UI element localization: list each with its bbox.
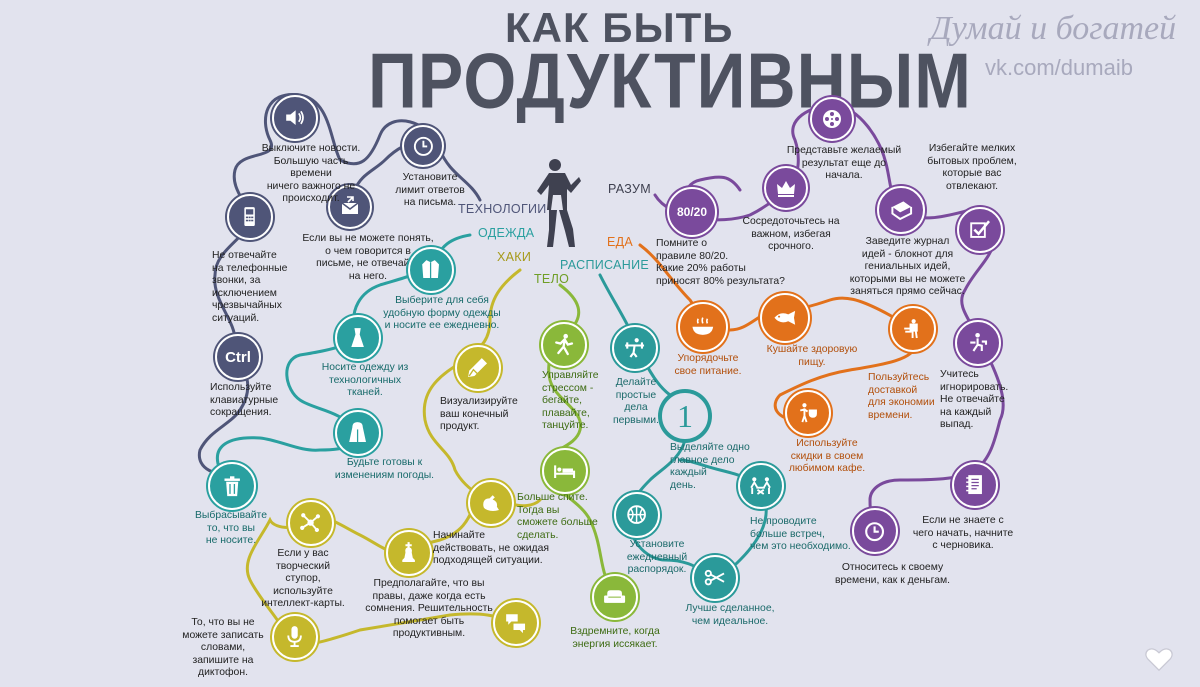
ctrl-key-icon: Ctrl (215, 334, 261, 380)
category-tech: ТЕХНОЛОГИИ (458, 202, 547, 216)
tip-visualize: Визуализируйте ваш конечный продукт. (440, 396, 518, 433)
clothes-path (216, 233, 472, 472)
tip-dictaphone: То, что вы не можете записать словами, з… (182, 617, 264, 679)
runner-icon (541, 322, 587, 368)
notebook-icon (952, 462, 998, 508)
tip-time-money: Относитесь к своему времени, как к деньг… (834, 562, 951, 586)
tip-fewer-meetings: Не проводите больше встреч, чем это необ… (750, 516, 851, 553)
tip-throw-away: Выбрасывайте то, что вы не носите. (195, 510, 267, 547)
dumbbell-icon (612, 325, 658, 371)
tip-ideas-journal: Заведите журнал идей - блокнот для гениа… (849, 236, 966, 298)
tip-80-20: Помните о правиле 80/20. Какие 20% работ… (656, 238, 785, 287)
trash-icon (208, 462, 256, 510)
brand-url[interactable]: vk.com/dumaib (985, 55, 1133, 80)
tip-daily-routine: Установите ежедневный распорядок. (626, 539, 688, 576)
bird-icon (468, 480, 514, 526)
tip-imagine-result: Представьте желаемый результат еще до на… (786, 145, 902, 182)
delivery-icon (890, 306, 936, 352)
tip-simple-first: Делайте простые дела первыми. (612, 377, 659, 426)
category-mind: РАЗУМ (608, 182, 651, 196)
checkbox-icon (957, 207, 1003, 253)
pencil-icon (455, 345, 501, 391)
tip-email-limit: Установите лимит ответов на письма. (395, 172, 465, 209)
bed-icon (542, 448, 588, 494)
brand-name: Думай и богатей (930, 10, 1177, 47)
microphone-icon (272, 614, 318, 660)
tip-stress: Управляйте стрессом - бегайте, плавайте,… (542, 370, 599, 432)
tip-organize-food: Упорядочьте свое питание. (674, 353, 742, 377)
title-line-1: КАК БЫТЬ (505, 4, 734, 51)
eighty-twenty-label: 80/20 (676, 205, 708, 219)
tip-one-main-task: Выделяйте одно главное дело каждый день. (670, 442, 750, 491)
number-one-label: 1 (677, 397, 693, 434)
tip-nap: Вздремните, когда энергия иссякает. (570, 626, 660, 650)
basketball-icon (614, 492, 660, 538)
tip-mind-maps: Если у вас творческий ступор, используйт… (261, 548, 345, 610)
tip-uniform: Выберите для себя удобную форму одежды и… (383, 295, 501, 332)
clock-icon (402, 125, 444, 167)
person-at-desk-icon (955, 320, 1001, 366)
tip-weather: Будьте готовы к изменениям погоды. (334, 457, 435, 481)
scissors-icon (692, 555, 738, 601)
ctrl-key-label: Ctrl (225, 348, 251, 366)
number-one-icon: 1 (660, 391, 710, 441)
category-food: ЕДА (607, 235, 634, 249)
category-schedule: РАСПИСАНИЕ (560, 258, 649, 272)
tech-path (197, 93, 482, 475)
soup-icon (678, 302, 728, 352)
film-reel-icon (810, 97, 854, 141)
tip-unclear-email: Если вы не можете понять, о чем говоритс… (302, 233, 434, 282)
tip-tech-fabrics: Носите одежду из технологичных тканей. (321, 362, 409, 399)
tip-phone-calls: Не отвечайте на телефонные звонки, за ис… (212, 250, 288, 324)
tip-turn-off-news: Выключите новости. Большую часть времени… (261, 143, 361, 205)
tip-cafe-discounts: Используйте скидки в своем любимом кафе. (788, 438, 866, 475)
category-clothes: ОДЕЖДА (478, 226, 535, 240)
meeting-icon (738, 463, 784, 509)
stretching-man-icon (537, 159, 581, 247)
khaki-path (245, 268, 522, 646)
tip-avoid-problems: Избегайте мелких бытовых проблем, которы… (927, 143, 1017, 192)
tip-draft: Если не знаете с чего начать, начните с … (912, 515, 1014, 552)
tip-sleep-more: Больше спите. Тогда вы сможете больше сд… (517, 492, 598, 541)
tip-start-acting: Начинайте действовать, не ожидая подходя… (433, 530, 549, 567)
category-body: ТЕЛО (534, 272, 570, 286)
crown-icon (764, 166, 808, 210)
sofa-icon (592, 574, 638, 620)
chess-king-icon (386, 530, 432, 576)
mail-icon (328, 185, 372, 229)
jacket-icon (408, 247, 454, 293)
speaker-icon (272, 95, 318, 141)
heart-icon[interactable] (1144, 644, 1174, 674)
stopwatch-icon (852, 508, 898, 554)
speech-bubbles-icon (493, 600, 539, 646)
tip-ignore: Учитесь игнорировать. Не отвечайте на ка… (940, 369, 1009, 431)
mindmap-icon (288, 500, 334, 546)
title-line-2: ПРОДУКТИВНЫМ (368, 37, 972, 125)
tip-healthy-food: Кушайте здоровую пищу. (766, 344, 858, 368)
phone-icon (227, 194, 273, 240)
dress-icon (335, 315, 381, 361)
category-khaki: ХАКИ (497, 250, 532, 264)
tip-delivery: Пользуйтесь доставкой для экономии време… (868, 372, 935, 421)
tip-focus-important: Сосредоточьтесь на важном, избегая срочн… (742, 216, 840, 253)
tip-done-better: Лучше сделанное, чем идеальное. (685, 603, 775, 627)
tip-decisiveness: Предполагайте, что вы правы, даже когда … (365, 578, 493, 640)
eighty-twenty-icon: 80/20 (667, 187, 717, 237)
tip-keyboard-shortcuts: Используйте клавиатурные сокращения. (210, 382, 279, 419)
fish-icon (760, 293, 810, 343)
cafe-icon (785, 390, 831, 436)
raincoat-icon (335, 410, 381, 456)
book-icon (877, 186, 925, 234)
